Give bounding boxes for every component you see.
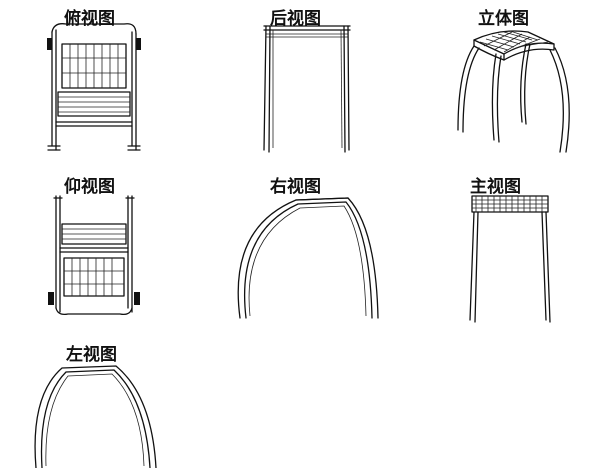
front-view-drawing: [469, 195, 551, 323]
front-view: 主视图: [400, 168, 600, 328]
front-view-label: 主视图: [470, 177, 521, 197]
right-view: 右视图: [200, 168, 400, 328]
left-view-label: 左视图: [66, 345, 117, 365]
top-view-drawing: [47, 23, 141, 151]
top-view: 俯视图: [0, 0, 200, 160]
iso-view-drawing: [457, 30, 570, 153]
back-view-label: 后视图: [270, 9, 321, 29]
back-view-drawing: [263, 25, 351, 153]
left-view-drawing: [34, 365, 157, 468]
right-view-drawing: [237, 197, 379, 319]
iso-view-label: 立体图: [478, 9, 529, 29]
left-view: 左视图: [0, 336, 200, 468]
bottom-view-drawing: [48, 195, 140, 316]
bottom-view-label: 仰视图: [64, 177, 115, 197]
iso-view: 立体图: [400, 0, 600, 160]
back-view: 后视图: [200, 0, 400, 160]
right-view-label: 右视图: [270, 177, 321, 197]
bottom-view: 仰视图: [0, 168, 200, 328]
